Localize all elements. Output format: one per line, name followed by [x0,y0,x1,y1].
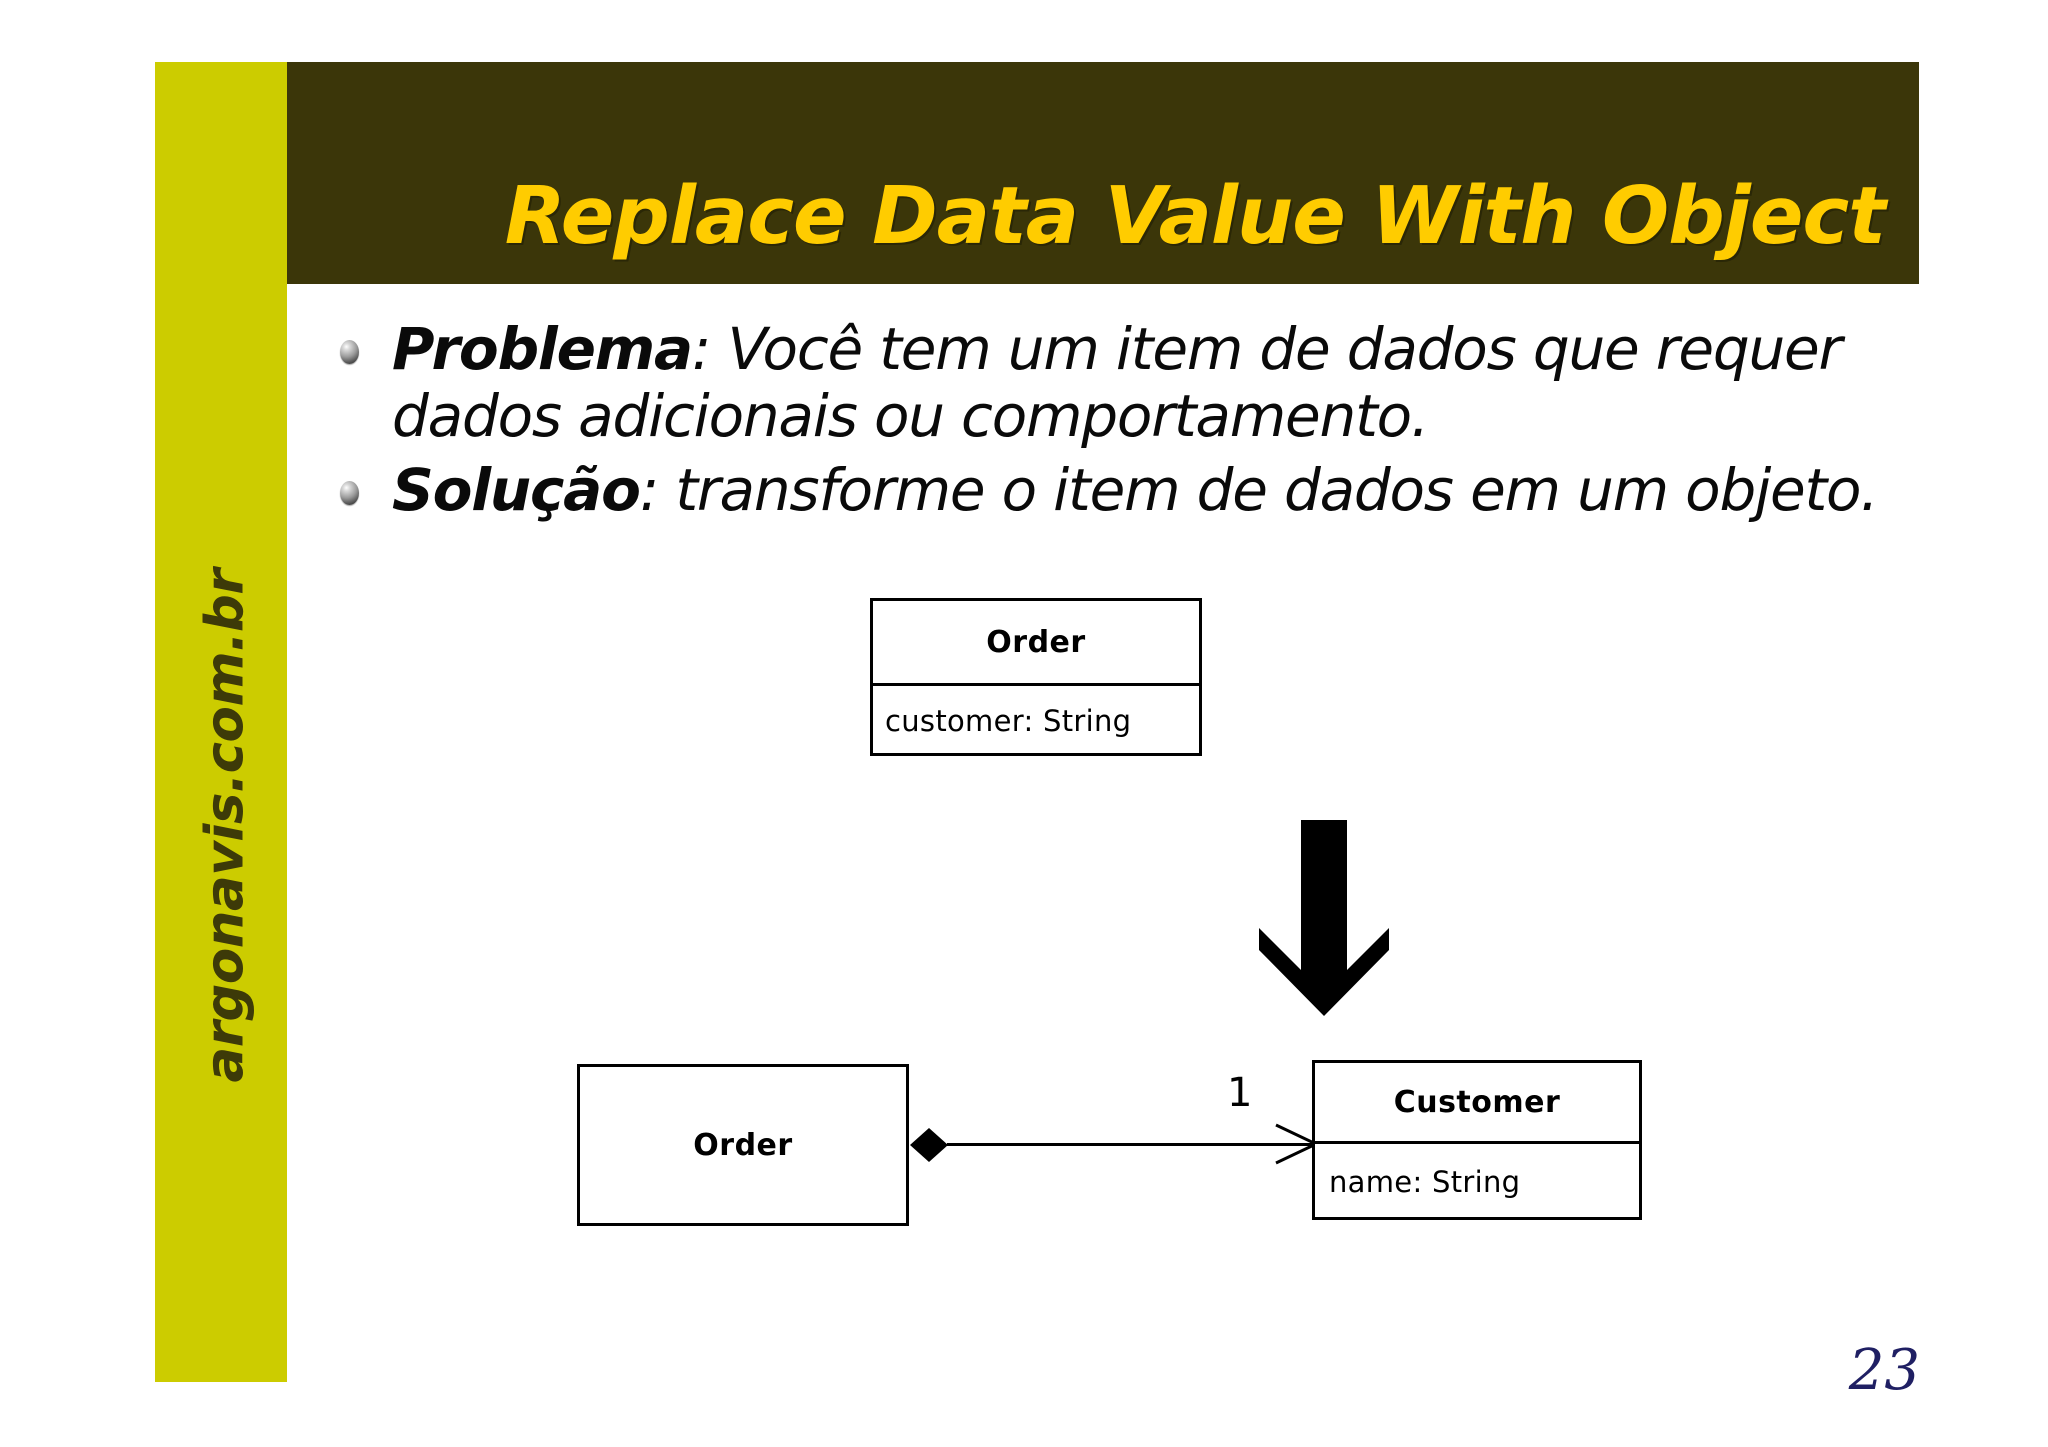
uml-class-order-before: Order customer: String [870,598,1202,756]
sidebar-accent-bar: argonavis.com.br [155,62,287,1382]
bullet-lead-label: Solução [392,455,641,524]
double-line-down-arrow-icon [1249,820,1399,1020]
uml-attribute-section: customer: String [873,683,1199,756]
sphere-bullet-icon [340,480,359,505]
bullet-list: Problema: Você tem um item de dados que … [330,315,1890,530]
sidebar-site-url: argonavis.com.br [194,569,256,1083]
list-item: Solução: transforme o item de dados em u… [330,455,1890,524]
uml-attribute-section: name: String [1315,1141,1639,1220]
association-multiplicity: 1 [1227,1070,1253,1116]
bullet-body-text: : Você tem um item de dados que requer d… [392,315,1842,451]
uml-class-name-section: Order [873,601,1199,683]
list-item: Problema: Você tem um item de dados que … [330,315,1890,451]
uml-attribute: name: String [1329,1165,1521,1199]
uml-class-order-after: Order [577,1064,909,1226]
association-line [947,1143,1315,1146]
uml-attribute: customer: String [885,704,1132,738]
uml-class-name: Customer [1393,1084,1561,1120]
bullet-text: Solução: transforme o item de dados em u… [392,455,1890,524]
page-title: Replace Data Value With Object [504,170,1886,262]
sphere-bullet-icon [340,340,359,364]
title-band: Replace Data Value With Object [287,62,1919,284]
uml-class-customer: Customer name: String [1312,1060,1642,1220]
bullet-lead-label: Problema [392,315,693,383]
uml-class-name: Order [986,624,1086,660]
filled-diamond-icon [909,1126,949,1164]
bullet-body-text: : transforme o item de dados em um objet… [639,455,1879,524]
uml-class-name: Order [693,1127,793,1163]
page-number: 23 [1848,1338,1920,1403]
bullet-text: Problema: Você tem um item de dados que … [392,315,1890,451]
uml-diagram: Order customer: String Order [287,580,1919,1280]
uml-class-name-section: Customer [1315,1063,1639,1141]
